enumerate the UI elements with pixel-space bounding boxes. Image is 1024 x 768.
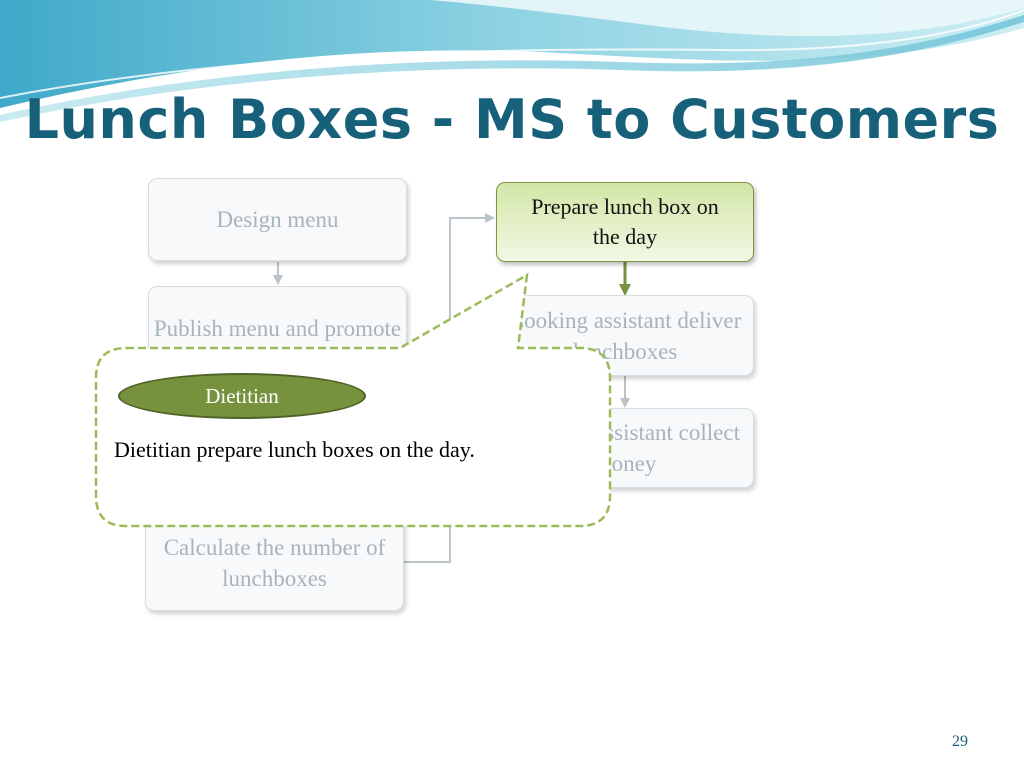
cooking-assistant-deliver-step: Cooking assistant deliver lunchboxes — [496, 295, 754, 376]
wave-decoration — [0, 0, 1024, 122]
prepare-lunch-box-step: Prepare lunch box on the day — [496, 182, 754, 262]
role-badge: Dietitian — [118, 373, 366, 419]
calculate-lunchboxes-step: Calculate the number of lunchboxes — [145, 515, 404, 611]
design-menu-step: Design menu — [148, 178, 407, 261]
page-number: 29 — [952, 733, 968, 750]
callout-description: Dietitian prepare lunch boxes on the day… — [114, 437, 475, 462]
slide-title: Lunch Boxes - MS to Customers — [24, 88, 1000, 151]
